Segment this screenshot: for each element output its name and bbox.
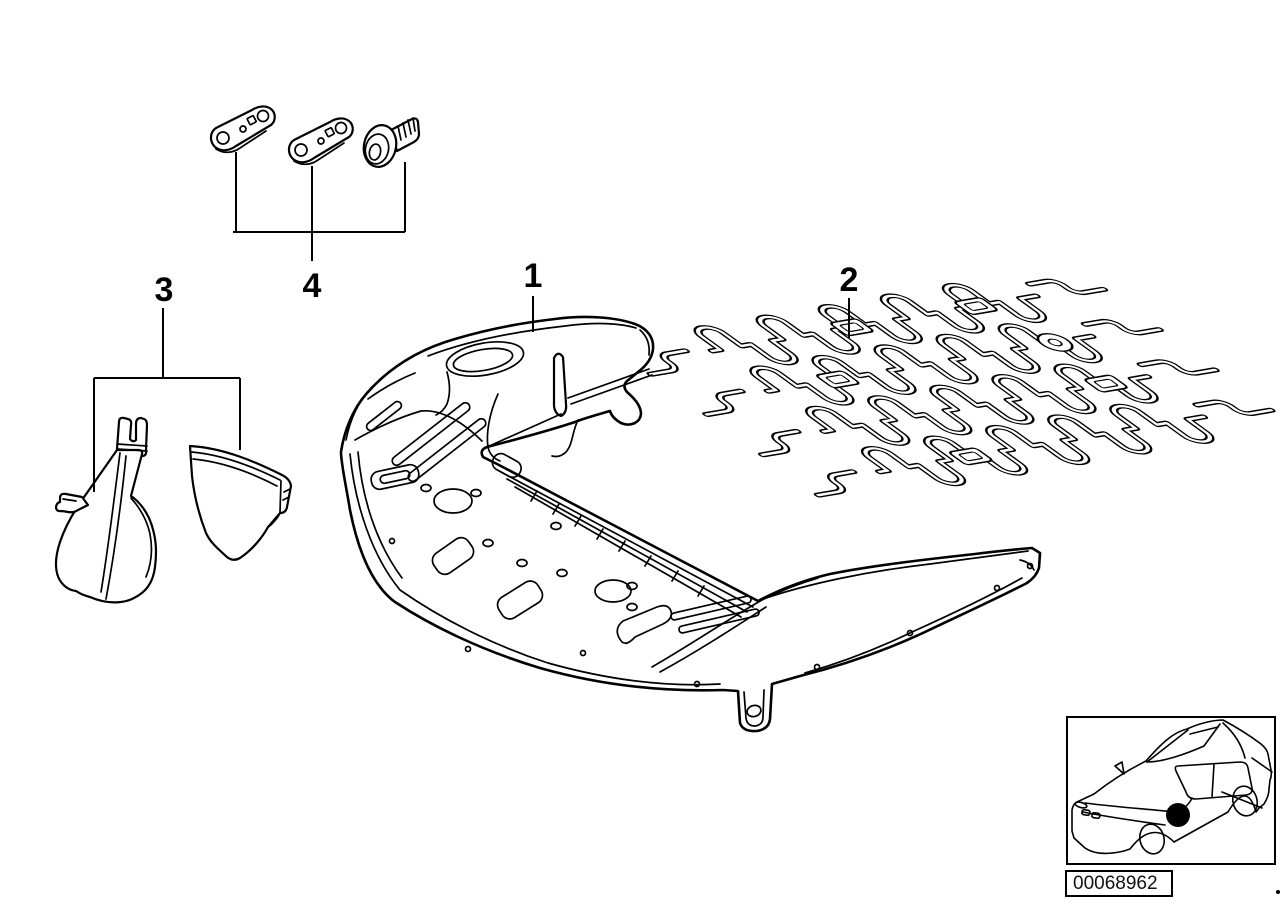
part-1-seat-frame bbox=[339, 315, 1042, 733]
callout-label-2[interactable]: 2 bbox=[839, 261, 859, 299]
leader-part-4 bbox=[233, 152, 406, 261]
torx-screw bbox=[362, 117, 421, 168]
part-3-trim-covers bbox=[54, 416, 293, 604]
image-code-box: 00068962 bbox=[1065, 870, 1173, 897]
leader-part-3 bbox=[93, 308, 241, 492]
part-4-mounting-hardware bbox=[209, 105, 421, 168]
callout-label-3[interactable]: 3 bbox=[154, 271, 174, 309]
callout-label-1[interactable]: 1 bbox=[523, 257, 543, 295]
image-code: 00068962 bbox=[1073, 873, 1158, 894]
callout-label-4[interactable]: 4 bbox=[302, 267, 322, 305]
callout-leader-lines bbox=[93, 152, 850, 492]
frame-screw-marks bbox=[388, 537, 1034, 688]
stray-dot bbox=[1276, 890, 1280, 894]
car-locator-icon bbox=[1071, 719, 1273, 855]
car-locator-panel bbox=[1066, 716, 1276, 865]
part-2-spring-mat bbox=[609, 265, 1288, 505]
seat-position-dot bbox=[1166, 803, 1190, 827]
spring-mat-clips bbox=[816, 297, 1128, 466]
